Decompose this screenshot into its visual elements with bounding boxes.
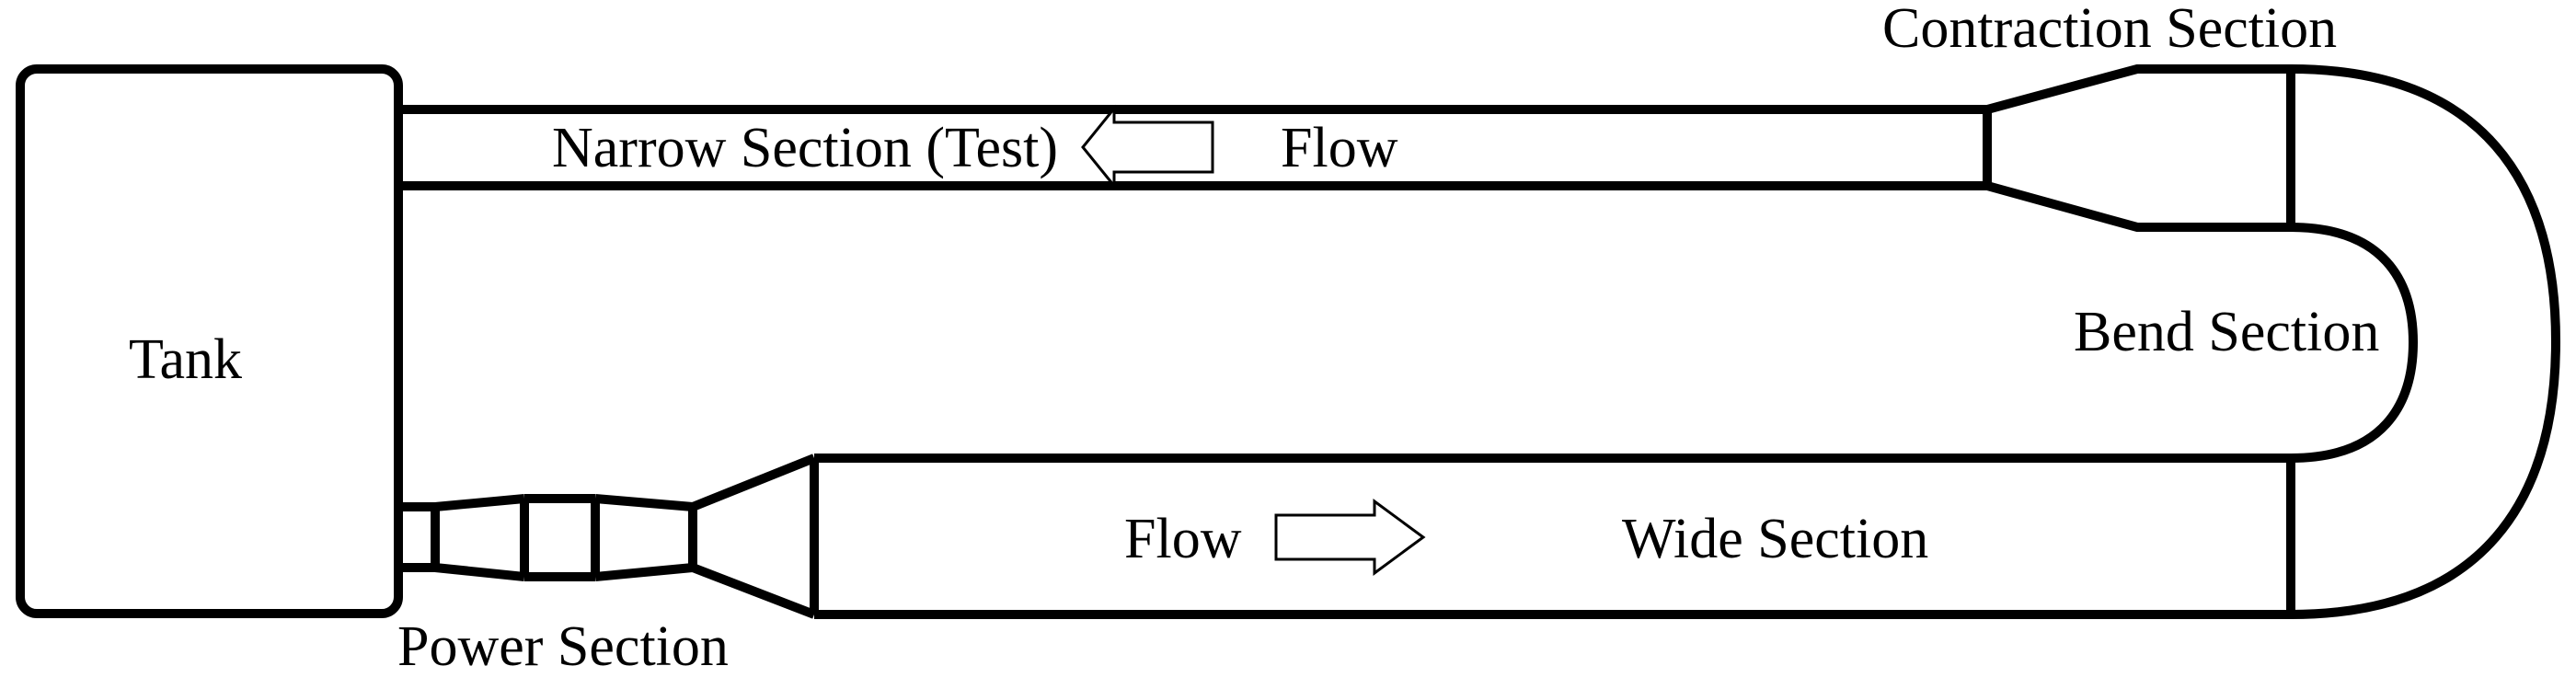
- flow-bottom-label: Flow: [1124, 508, 1242, 570]
- power-flare-bottom-wall: [434, 563, 525, 581]
- bend-inner-wall: [2290, 223, 2419, 463]
- power-diffuser-bottom-wall: [691, 563, 816, 619]
- contraction-top-wall: [1985, 64, 2291, 114]
- flow-arrow-left-icon: [1081, 104, 1214, 190]
- power-taper-bottom-wall: [594, 563, 694, 581]
- flow-arrow-right-icon: [1274, 499, 1426, 576]
- power-section-shape[interactable]: [398, 454, 816, 619]
- tank-shape[interactable]: [16, 64, 403, 618]
- flow-top-label: Flow: [1281, 117, 1398, 179]
- power-diffuser-top-wall: [691, 454, 816, 511]
- tank-outline: [16, 64, 403, 618]
- bend-outer-wall: [2290, 64, 2561, 619]
- power-flare-top-wall: [434, 494, 525, 511]
- narrow-section-label: Narrow Section (Test): [552, 117, 1059, 179]
- bend-section-label: Bend Section: [2074, 301, 2380, 363]
- wide-section-shape[interactable]: [810, 454, 2295, 619]
- narrow-section-shape[interactable]: [398, 105, 1987, 190]
- contraction-section-label: Contraction Section: [1882, 0, 2338, 60]
- power-section-label: Power Section: [397, 615, 729, 678]
- wide-section-label: Wide Section: [1622, 508, 1929, 570]
- contraction-section-shape[interactable]: [1983, 64, 2295, 232]
- tank-label: Tank: [129, 328, 243, 391]
- bend-section-shape[interactable]: [2290, 64, 2561, 619]
- power-taper-top-wall: [594, 494, 694, 511]
- contraction-bottom-wall: [1985, 181, 2291, 232]
